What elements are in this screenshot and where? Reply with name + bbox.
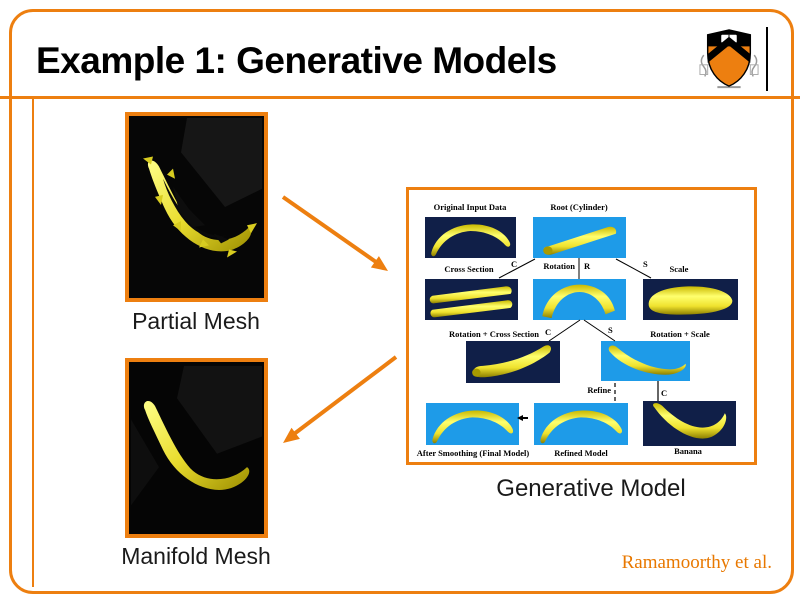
manifold-mesh-image [125, 358, 268, 538]
node-label-cross-section: Cross Section [444, 264, 494, 274]
crest-divider-line [766, 27, 768, 91]
node-label-refined-model: Refined Model [554, 448, 608, 458]
partial-mesh-label: Partial Mesh [132, 308, 260, 334]
arrow-diagram-to-manifold [283, 355, 398, 443]
tile-refined-model [534, 403, 628, 445]
tile-scale [643, 279, 738, 320]
edge-label-c-top: C [511, 259, 518, 269]
node-label-rotation-scale: Rotation + Scale [650, 329, 710, 339]
left-accent-line [32, 98, 34, 587]
partial-mesh-image [125, 112, 268, 302]
generative-model-diagram: Original Input Data Root (Cylinder) Cros… [406, 187, 757, 465]
generative-model-caption: Generative Model [496, 475, 686, 502]
tile-original-input-data [425, 217, 516, 258]
tile-rotation-scale [601, 341, 690, 381]
edge-label-rotation: Rotation [543, 261, 575, 271]
node-label-rotation-cross-section: Rotation + Cross Section [449, 329, 539, 339]
node-label-after-smoothing: After Smoothing (Final Model) [416, 448, 530, 458]
node-label-scale: Scale [669, 264, 689, 274]
manifold-mesh-label: Manifold Mesh [121, 543, 271, 569]
tile-root-cylinder [533, 217, 626, 258]
tile-after-smoothing [426, 403, 519, 445]
tile-banana [643, 401, 736, 446]
edge-label-c-bottom: C [661, 388, 668, 398]
tile-cross-section [425, 279, 518, 320]
attribution-text: Ramamoorthy et al. [621, 552, 772, 573]
node-label-root-cylinder: Root (Cylinder) [550, 202, 608, 212]
title-separator-line [0, 96, 800, 99]
princeton-shield-icon [698, 26, 760, 92]
tile-rotation [533, 279, 626, 320]
node-label-original-input-data: Original Input Data [433, 202, 507, 212]
edge-label-r: R [584, 261, 591, 271]
edge-label-c-mid: C [545, 327, 552, 337]
edge-label-s-mid: S [608, 325, 613, 335]
arrow-partial-to-diagram [281, 195, 388, 271]
edge-label-refine: Refine [587, 385, 611, 395]
tile-rotation-cross-section [466, 341, 560, 383]
node-label-banana: Banana [674, 446, 702, 456]
edge-label-s-top: S [643, 259, 648, 269]
slide-title: Example 1: Generative Models [36, 40, 557, 81]
